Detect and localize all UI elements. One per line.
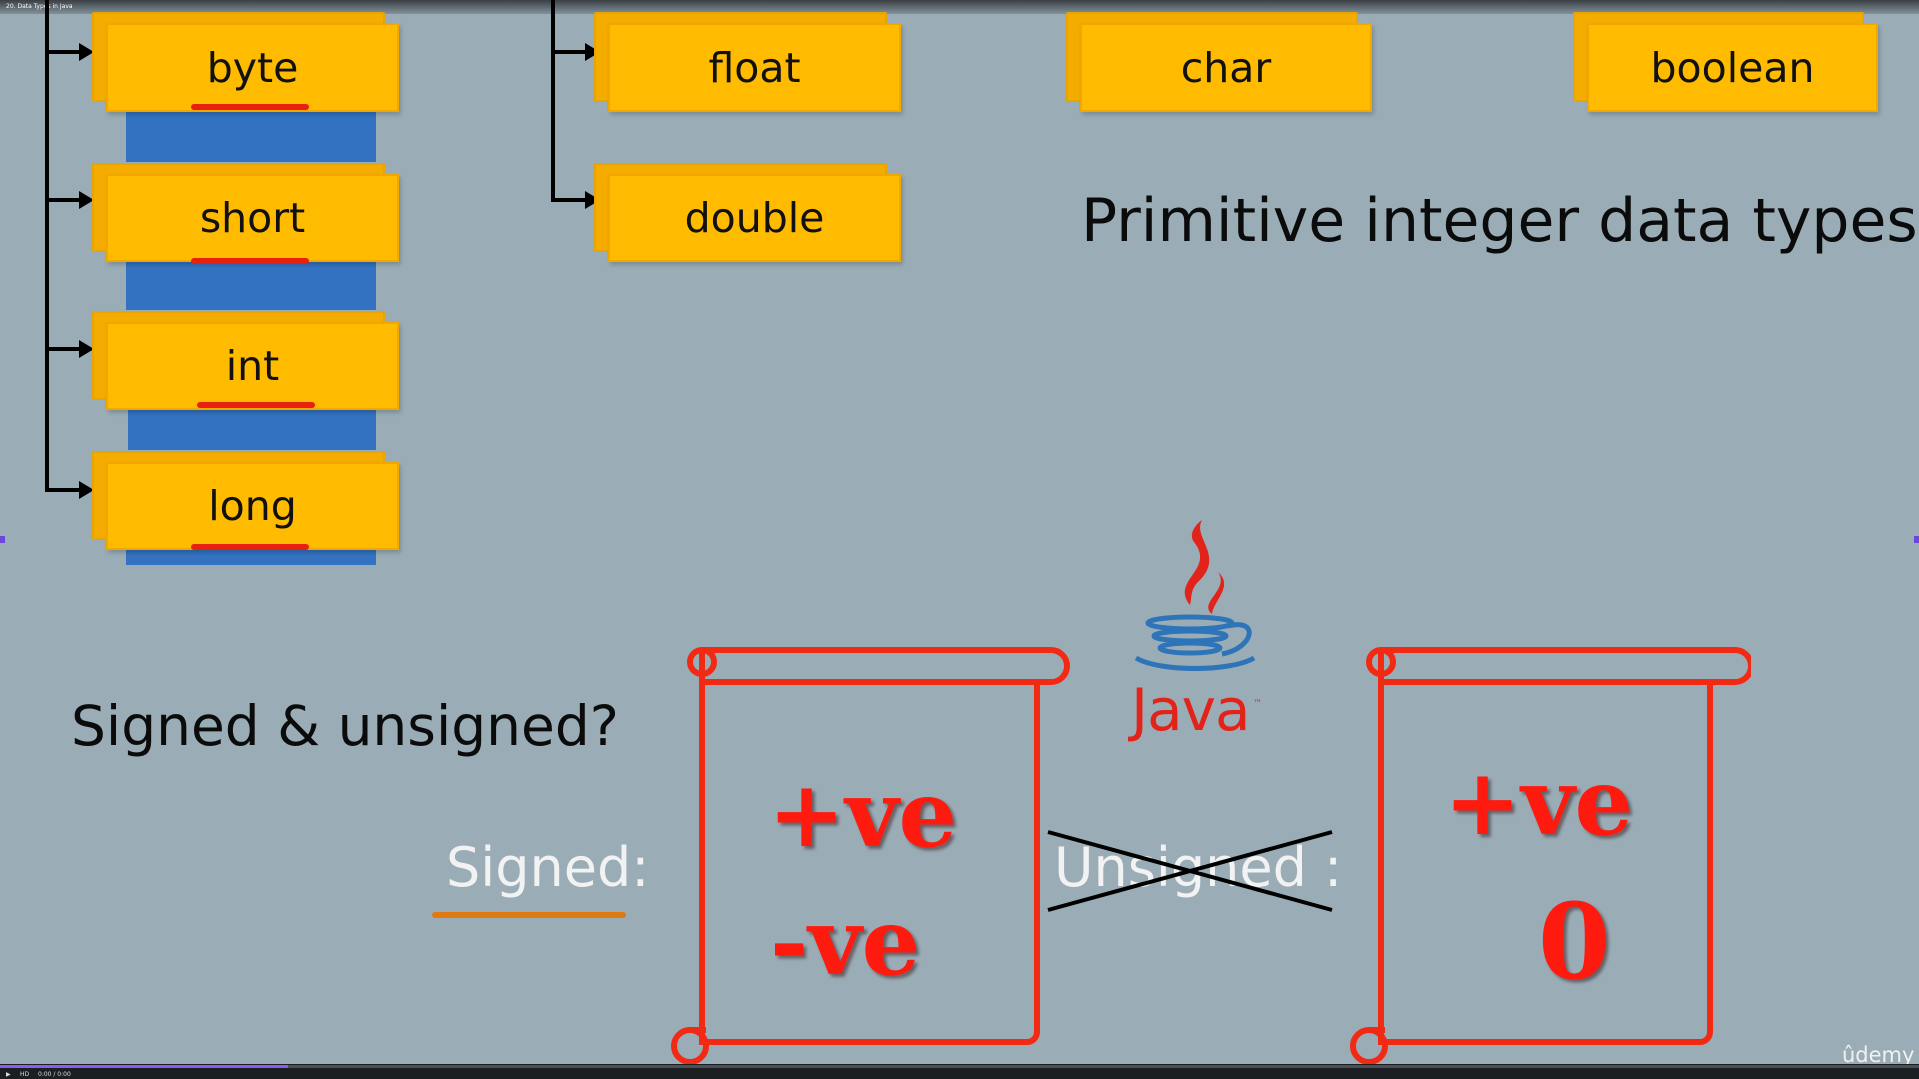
type-label-int: int (106, 322, 399, 410)
byte-size-block (126, 110, 376, 162)
type-card-short: short (92, 163, 399, 262)
video-title: 20. Data Types in Java (6, 3, 73, 10)
type-label-long: long (106, 462, 399, 550)
video-title-bar: 20. Data Types in Java (0, 0, 1919, 14)
type-card-double: double (594, 163, 901, 262)
signed-positive: +ve (768, 760, 958, 868)
slide-heading: Primitive integer data types (1081, 186, 1918, 256)
type-card-long: long (92, 451, 399, 550)
tree-branch-byte (45, 50, 83, 54)
type-label-float: float (608, 23, 901, 112)
udemy-watermark: ûdemy (1842, 1043, 1915, 1067)
progress-bar[interactable] (0, 1065, 1919, 1068)
type-label-byte: byte (106, 23, 399, 112)
cross-out-icon (1047, 830, 1333, 912)
float-tree-trunk (551, 0, 555, 202)
arrow-right-icon (79, 43, 94, 61)
type-card-boolean: boolean (1573, 12, 1878, 112)
tree-branch-int (45, 347, 83, 351)
progress-fill (0, 1065, 288, 1068)
type-card-int: int (92, 311, 399, 410)
type-card-byte: byte (92, 12, 399, 112)
type-card-char: char (1066, 12, 1372, 112)
signed-label: Signed: (446, 836, 650, 899)
type-label-double: double (608, 174, 901, 262)
tree-branch-float (551, 50, 589, 54)
type-label-short: short (106, 174, 399, 262)
type-label-boolean: boolean (1587, 23, 1878, 112)
left-edge-marker (0, 536, 5, 543)
signed-label-underline (432, 912, 626, 918)
type-card-float: float (594, 12, 901, 112)
type-label-char: char (1080, 23, 1372, 112)
integer-tree-trunk (45, 0, 49, 492)
arrow-right-icon (79, 191, 94, 209)
byte-underline (191, 104, 309, 110)
int-underline (197, 402, 315, 408)
tree-branch-double (551, 198, 589, 202)
tree-branch-long (45, 488, 83, 492)
java-logo-text: Java (1131, 676, 1251, 744)
int-size-block (128, 410, 376, 450)
arrow-right-icon (79, 481, 94, 499)
long-size-block (126, 545, 376, 565)
java-trademark: ™ (1253, 699, 1262, 709)
scroll-icon (671, 647, 1070, 1065)
scroll-icon (1350, 647, 1751, 1065)
arrow-right-icon (79, 340, 94, 358)
long-underline (191, 544, 309, 550)
short-size-block (126, 262, 376, 310)
signed-unsigned-question: Signed & unsigned? (71, 694, 619, 758)
short-underline (191, 258, 309, 264)
unsigned-zero: 0 (1538, 880, 1611, 1003)
right-edge-marker (1914, 536, 1919, 543)
tree-branch-short (45, 198, 83, 202)
time-display: 0:00 / 0:00 (38, 1071, 71, 1078)
quality-badge[interactable]: HD (20, 1071, 30, 1078)
play-button[interactable]: ▶ (6, 1071, 11, 1078)
unsigned-positive: +ve (1444, 748, 1634, 856)
java-cup-icon (1134, 520, 1256, 671)
signed-negative: -ve (770, 888, 921, 996)
